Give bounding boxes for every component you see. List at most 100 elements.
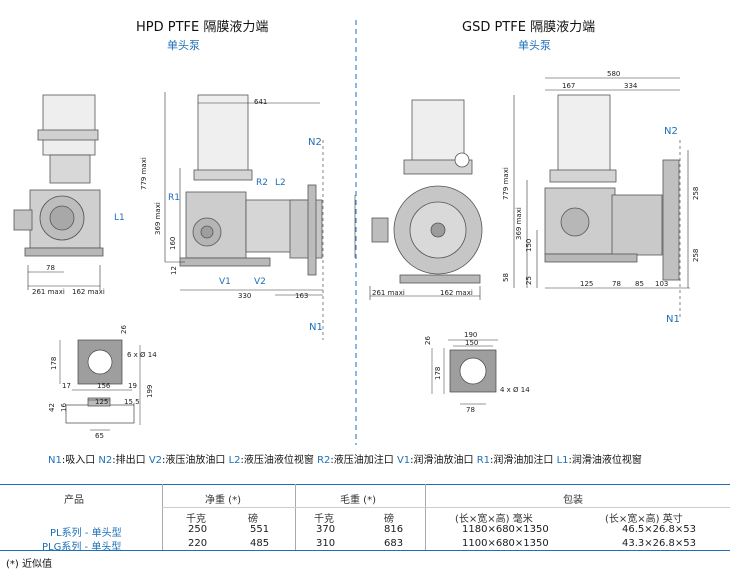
drawings-canvas: 78 261 maxi 162 maxi L1 641 779 maxi 369… xyxy=(13,20,700,445)
dim-369-right: 369 maxi xyxy=(515,207,523,240)
table-cell: 1180×680×1350 xyxy=(462,524,549,535)
dim-25: 25 xyxy=(525,276,533,285)
table-vrule xyxy=(295,484,296,550)
dim-779-left: 779 maxi xyxy=(140,157,148,190)
table-top-rule xyxy=(0,484,730,485)
dim-163: 163 xyxy=(295,292,308,300)
dim-199: 199 xyxy=(146,385,154,398)
legend-item: L1:润滑油液位视窗 xyxy=(556,455,642,466)
dim-261-right: 261 maxi xyxy=(372,289,405,297)
table-cell: 43.3×26.8×53 xyxy=(622,538,697,549)
right-subtitle: 单头泵 xyxy=(518,39,551,52)
dim-17: 17 xyxy=(62,382,71,390)
dim-19: 19 xyxy=(128,382,137,390)
dim-15-5: 15,5 xyxy=(124,398,140,406)
dim-42: 42 xyxy=(48,403,56,412)
table-cell: 370 xyxy=(316,524,336,535)
dim-85: 85 xyxy=(635,280,644,288)
table-row-name: PL系列 - 单头型 xyxy=(50,528,122,539)
dim-58: 58 xyxy=(502,273,510,282)
hpd-side-view xyxy=(13,94,104,257)
dim-178-left: 178 xyxy=(50,357,58,370)
hpd-base-plate xyxy=(65,339,135,424)
legend-item: V2:液压油放油口 xyxy=(148,455,226,466)
dim-162-left: 162 maxi xyxy=(72,288,105,296)
dim-16: 16 xyxy=(60,403,68,412)
dim-12: 12 xyxy=(170,266,178,275)
legend-item: N1:吸入口 xyxy=(48,455,96,466)
legend-item: R2:液压油加注口 xyxy=(317,455,394,466)
dim-65: 65 xyxy=(95,432,104,440)
dim-150-right: 150 xyxy=(525,239,533,252)
dim-6x14: 6 x Ø 14 xyxy=(127,351,157,359)
table-vrule xyxy=(425,484,426,550)
dim-580: 580 xyxy=(607,70,620,78)
table-cell: 46.5×26.8×53 xyxy=(622,524,697,535)
label-v1: V1 xyxy=(219,277,231,287)
hpd-front-view xyxy=(179,94,323,276)
dim-779-right: 779 maxi xyxy=(502,167,510,200)
table-cell: 250 xyxy=(188,524,208,535)
dim-150-plate: 150 xyxy=(465,339,478,347)
table-header-packing: 包装 xyxy=(563,495,583,506)
dim-334: 334 xyxy=(624,82,638,90)
table-cell: 220 xyxy=(188,538,208,549)
dim-261-left: 261 maxi xyxy=(32,288,65,296)
dim-78-plate: 78 xyxy=(466,406,475,414)
dim-641: 641 xyxy=(254,98,267,106)
label-r1: R1 xyxy=(168,193,180,203)
dim-369-left: 369 maxi xyxy=(154,202,162,235)
table-header-lb-net: 磅 xyxy=(248,514,258,525)
table-header-mm: (长×宽×高) 毫米 xyxy=(455,514,533,525)
table-row-name: PLG系列 - 单头型 xyxy=(42,542,122,553)
dim-167: 167 xyxy=(562,82,575,90)
dim-26-right: 26 xyxy=(424,336,432,345)
dim-26-left: 26 xyxy=(120,325,128,334)
table-cell: 683 xyxy=(384,538,404,549)
table-cell: 1100×680×1350 xyxy=(462,538,549,549)
table-header-net: 净重 (*) xyxy=(205,495,241,506)
table-header-product: 产品 xyxy=(64,495,84,506)
dim-330: 330 xyxy=(238,292,251,300)
legend-item: L2:液压油液位视窗 xyxy=(228,455,314,466)
label-r2: R2 xyxy=(256,178,268,188)
label-l1: L1 xyxy=(114,213,125,223)
label-n2-left: N2 xyxy=(308,137,322,148)
legend-item: V1:润滑油放油口 xyxy=(396,455,474,466)
dim-125-right: 125 xyxy=(580,280,593,288)
label-n1-left: N1 xyxy=(309,322,323,333)
dim-258-b: 258 xyxy=(692,249,700,262)
table-header-kg-net: 千克 xyxy=(186,514,206,525)
left-title: HPD PTFE 隔膜液力端 xyxy=(136,20,269,35)
gsd-side-view xyxy=(371,99,483,284)
label-v2: V2 xyxy=(254,277,266,287)
label-n2-right: N2 xyxy=(664,126,678,137)
dim-258-a: 258 xyxy=(692,187,700,200)
dim-160-left: 160 xyxy=(169,237,177,250)
table-cell: 551 xyxy=(250,524,270,535)
table-cell: 310 xyxy=(316,538,336,549)
dim-156: 156 xyxy=(97,382,111,390)
legend-item: N2:排出口 xyxy=(98,455,146,466)
dim-162-right: 162 maxi xyxy=(440,289,473,297)
table-header-kg-gross: 千克 xyxy=(314,514,334,525)
table-vrule xyxy=(162,484,163,550)
connection-legend: N1:吸入口 N2:排出口 V2:液压油放油口 L2:液压油液位视窗 R2:液压… xyxy=(48,451,642,466)
dim-190: 190 xyxy=(464,331,477,339)
dim-178-right: 178 xyxy=(434,367,442,380)
gsd-base-plate xyxy=(449,349,497,393)
dim-78-left: 78 xyxy=(46,264,55,272)
dim-125-left: 125 xyxy=(95,398,108,406)
footnote: (*) 近似值 xyxy=(6,559,52,570)
table-header-gross: 毛重 (*) xyxy=(340,495,376,506)
left-subtitle: 单头泵 xyxy=(167,39,200,52)
table-header-in: (长×宽×高) 英寸 xyxy=(605,514,683,525)
dim-103: 103 xyxy=(655,280,668,288)
table-cell: 485 xyxy=(250,538,270,549)
right-title: GSD PTFE 隔膜液力端 xyxy=(462,20,596,35)
label-n1-right: N1 xyxy=(666,314,680,325)
label-l2: L2 xyxy=(275,178,286,188)
dim-4x14: 4 x Ø 14 xyxy=(500,386,530,394)
table-header-lb-gross: 磅 xyxy=(384,514,394,525)
table-sub-rule xyxy=(162,507,730,508)
